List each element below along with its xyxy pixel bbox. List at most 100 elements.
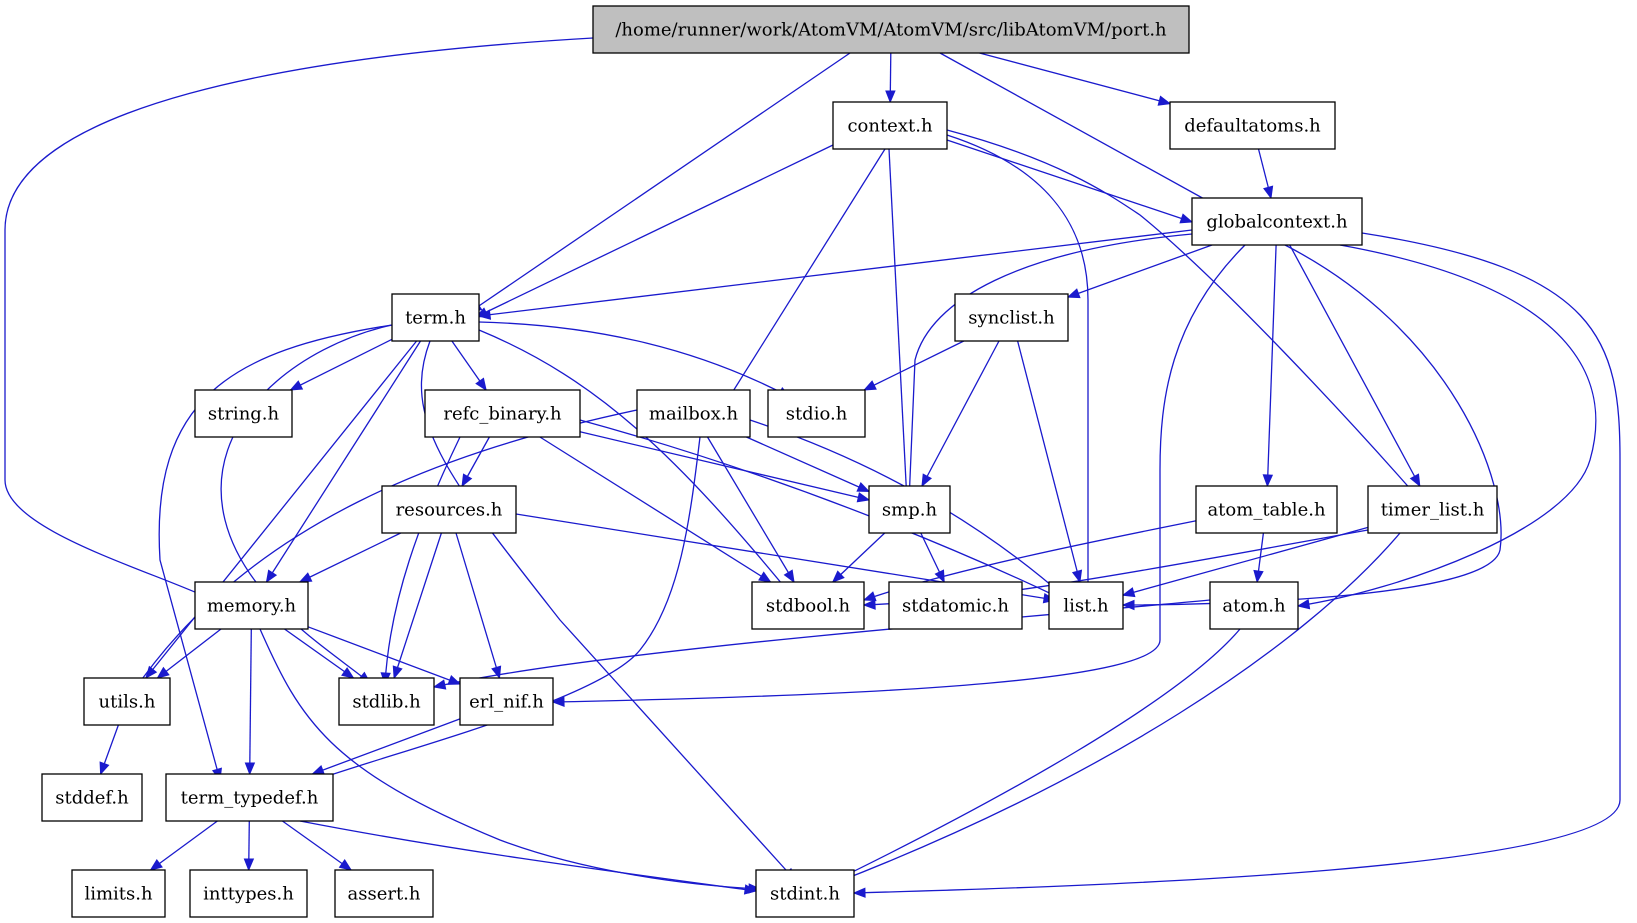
node-resources[interactable]: resources.h — [381, 485, 517, 534]
edge-line — [290, 338, 393, 391]
edge-line — [979, 52, 1171, 105]
node-synclist[interactable]: synclist.h — [954, 293, 1069, 342]
edge-arrowhead — [852, 887, 866, 898]
node-port[interactable]: /home/runner/work/AtomVM/AtomVM/src/libA… — [592, 5, 1190, 54]
node-stdbool[interactable]: stdbool.h — [751, 581, 865, 630]
edge-arrowhead — [1296, 598, 1311, 610]
node-stddef[interactable]: stddef.h — [41, 773, 143, 822]
node-memory[interactable]: memory.h — [194, 581, 309, 630]
node-box — [1367, 485, 1498, 534]
edge-term-to-memory — [265, 340, 422, 584]
edge-line — [853, 232, 1621, 894]
edge-globalcontext-to-timer_list — [1289, 244, 1421, 488]
edge-port-to-context — [885, 52, 896, 104]
node-list[interactable]: list.h — [1048, 581, 1124, 630]
edge-line — [475, 144, 834, 318]
edge-term_typedef-to-inttypes — [243, 820, 255, 872]
node-string[interactable]: string.h — [194, 389, 293, 438]
edge-line — [478, 229, 1193, 317]
node-smp[interactable]: smp.h — [868, 485, 951, 534]
edge-line — [832, 532, 886, 583]
edge-memory-to-term_typedef — [244, 628, 256, 776]
node-box — [751, 581, 865, 630]
node-context[interactable]: context.h — [832, 101, 948, 150]
node-box — [194, 389, 293, 438]
edge-term_typedef-to-limits — [149, 820, 218, 871]
edge-context-to-smp — [888, 148, 912, 504]
node-label: stdlib.h — [352, 692, 421, 713]
edge-line — [478, 321, 791, 398]
node-label: synclist.h — [968, 308, 1055, 329]
edge-memory-to-erl_nif — [307, 626, 462, 685]
node-box — [165, 773, 334, 822]
node-globalcontext[interactable]: globalcontext.h — [1191, 197, 1363, 246]
edge-defaultatoms-to-globalcontext — [1257, 148, 1274, 200]
node-mailbox[interactable]: mailbox.h — [636, 389, 751, 438]
node-limits[interactable]: limits.h — [71, 869, 166, 918]
edge-term-to-stdio — [478, 321, 792, 398]
edge-port-to-term — [468, 52, 851, 313]
edge-globalcontext-to-synclist — [1066, 244, 1213, 299]
edge-line — [706, 436, 795, 583]
node-atom-table[interactable]: atom_table.h — [1195, 485, 1338, 534]
edge-line — [1122, 526, 1369, 596]
node-label: term_typedef.h — [181, 788, 319, 809]
node-box — [194, 581, 309, 630]
node-box — [832, 101, 948, 150]
node-stdint[interactable]: stdint.h — [755, 869, 855, 918]
edge-line — [539, 436, 771, 583]
edge-arrowhead — [856, 482, 871, 493]
node-label: mailbox.h — [649, 404, 739, 425]
edge-line — [132, 409, 638, 693]
node-stdatomic[interactable]: stdatomic.h — [888, 581, 1023, 630]
edge-line — [834, 532, 1401, 884]
edge-line — [719, 148, 886, 413]
edge-line — [478, 329, 793, 597]
edge-line — [469, 52, 851, 313]
node-erl-nif[interactable]: erl_nif.h — [459, 677, 554, 726]
node-timer-list[interactable]: timer_list.h — [1367, 485, 1498, 534]
edge-arrowhead — [289, 380, 304, 391]
edge-line — [4, 37, 594, 601]
edge-mailbox-to-utils — [132, 409, 638, 694]
node-inttypes[interactable]: inttypes.h — [189, 869, 308, 918]
edge-memory-to-stdint — [259, 628, 762, 894]
node-stdio[interactable]: stdio.h — [767, 389, 866, 438]
edge-arrowhead — [475, 377, 487, 392]
edge-line — [282, 820, 352, 871]
node-atom[interactable]: atom.h — [1209, 581, 1299, 630]
node-label: /home/runner/work/AtomVM/AtomVM/src/libA… — [615, 20, 1167, 41]
edge-arrowhead — [1263, 185, 1274, 200]
edge-utils-to-stddef — [99, 724, 120, 776]
edge-resources-to-erl_nif — [455, 532, 502, 680]
node-box — [592, 5, 1190, 54]
edge-arrowhead — [856, 492, 871, 503]
node-defaultatoms[interactable]: defaultatoms.h — [1169, 101, 1336, 150]
node-term[interactable]: term.h — [391, 293, 480, 342]
node-label: list.h — [1063, 596, 1109, 617]
edge-arrowhead — [392, 665, 403, 680]
edges-layer — [4, 37, 1621, 898]
node-stdlib[interactable]: stdlib.h — [338, 677, 435, 726]
edge-mailbox-to-smp — [746, 436, 871, 493]
node-assert[interactable]: assert.h — [334, 869, 434, 918]
node-box — [83, 677, 171, 726]
node-label: globalcontext.h — [1206, 212, 1348, 233]
node-term-typedef[interactable]: term_typedef.h — [165, 773, 334, 822]
edge-term-to-refc_binary — [451, 340, 487, 392]
edge-arrowhead — [831, 570, 845, 583]
node-label: refc_binary.h — [443, 404, 562, 425]
edge-line — [299, 532, 401, 583]
node-utils[interactable]: utils.h — [83, 677, 171, 726]
edge-globalcontext-to-term — [477, 229, 1193, 320]
node-refc-binary[interactable]: refc_binary.h — [424, 389, 581, 438]
edge-synclist-to-smp — [921, 340, 1000, 488]
node-label: stdio.h — [786, 404, 848, 425]
edge-arrowhead — [862, 599, 876, 610]
edge-line — [946, 134, 1089, 598]
edge-line — [309, 436, 701, 783]
edge-line — [455, 532, 501, 679]
edge-arrowhead — [551, 696, 565, 708]
edge-line — [1297, 244, 1597, 607]
edge-arrowhead — [758, 571, 772, 583]
